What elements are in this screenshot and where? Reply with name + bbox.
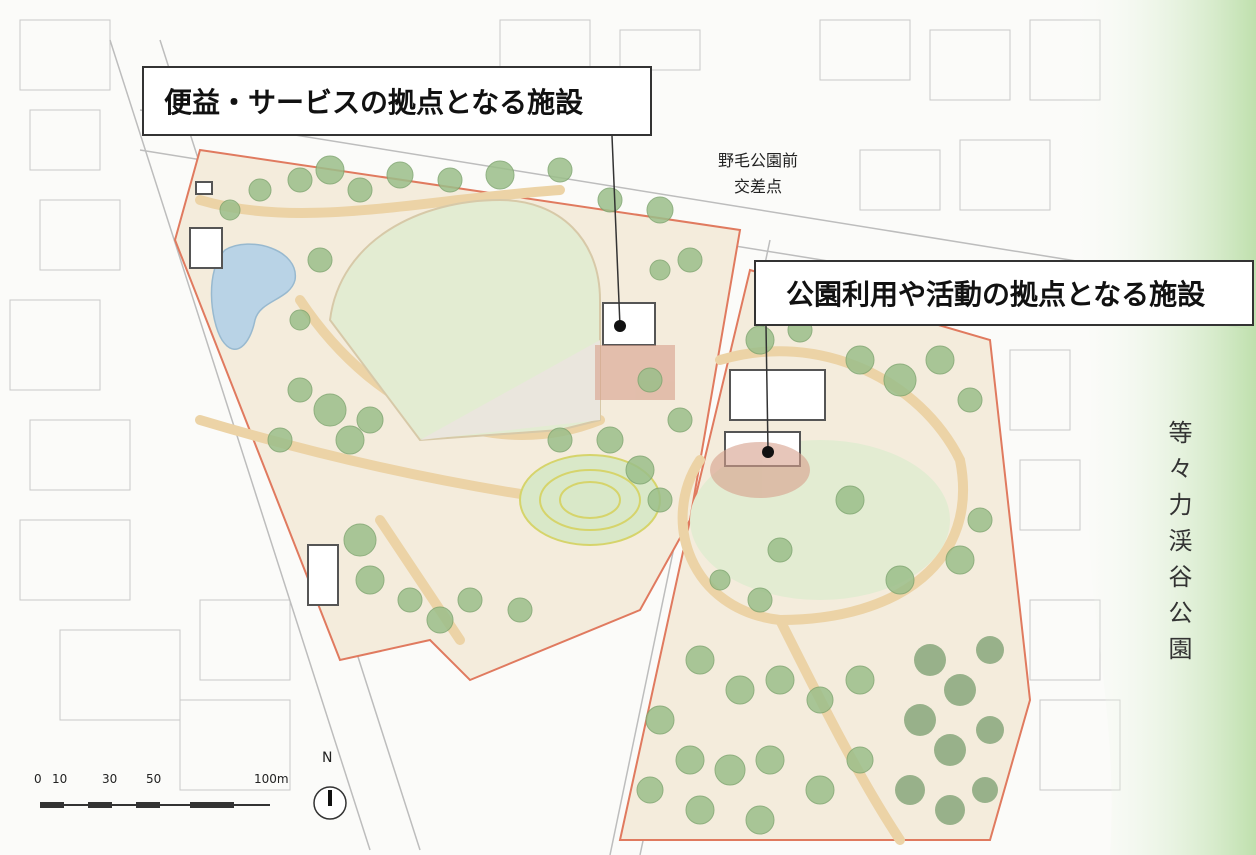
marker-service <box>614 320 626 332</box>
callout-activity-facility: 公園利用や活動の拠点となる施設 <box>754 260 1254 326</box>
city-blocks <box>9 19 1121 791</box>
crossing-label: 野毛公園前 交差点 <box>688 148 828 200</box>
trees <box>219 155 993 835</box>
crossing-label-line2: 交差点 <box>733 177 782 196</box>
dense-forest <box>895 636 1004 825</box>
callout-service-facility: 便益・サービスの拠点となる施設 <box>142 66 652 136</box>
crossing-label-line1: 野毛公園前 <box>717 151 798 170</box>
mound <box>519 454 661 546</box>
infield <box>420 340 600 440</box>
north-arrow <box>313 786 347 820</box>
scale-tick-50: 50 <box>146 772 162 786</box>
pond <box>210 243 296 350</box>
scale-tick-30: 30 <box>102 772 118 786</box>
callout-activity-facility-text: 公園利用や活動の拠点となる施設 <box>786 278 1206 311</box>
scale-bar <box>40 802 270 808</box>
north-label: N <box>322 750 333 766</box>
buildings <box>189 181 826 606</box>
callout-service-facility-text: 便益・サービスの拠点となる施設 <box>164 86 584 119</box>
scale-tick-10: 10 <box>52 772 68 786</box>
leader-lines <box>611 135 769 451</box>
marker-activity <box>762 446 774 458</box>
valley-park-label: 等々力渓谷公園 <box>1164 420 1192 672</box>
scale-tick-100m: 100m <box>254 772 289 786</box>
scale-tick-0: 0 <box>34 772 42 786</box>
valley-park-green <box>1060 0 1256 855</box>
plazas <box>595 345 810 498</box>
